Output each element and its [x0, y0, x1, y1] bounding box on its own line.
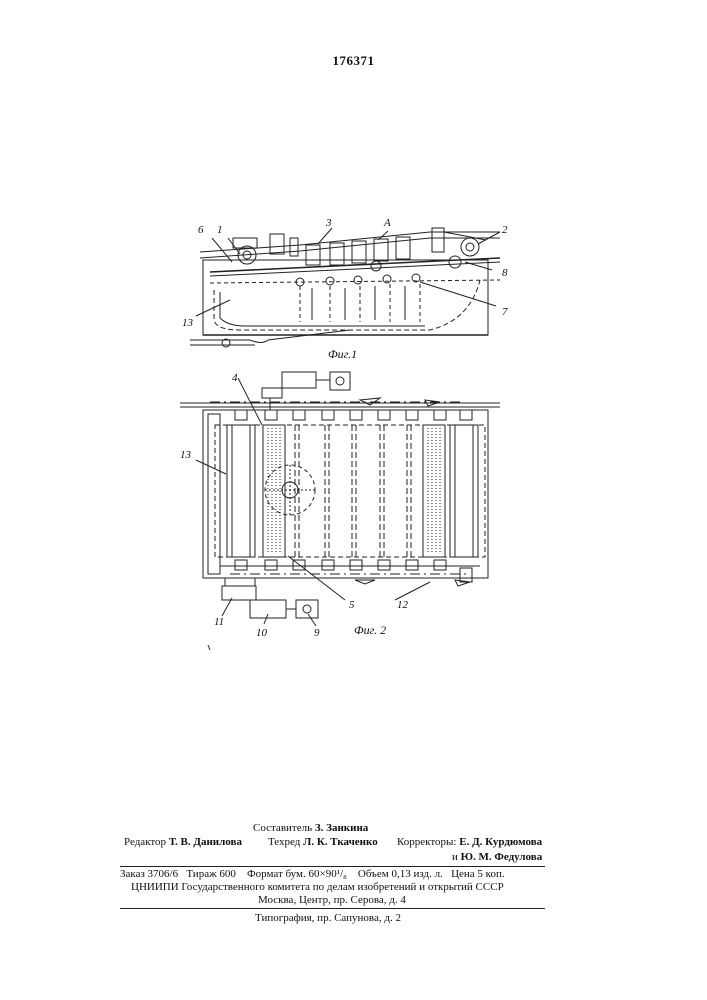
tech-editor-line: Техред Л. К. Ткаченко: [268, 836, 378, 849]
tech-editor-name: Л. К. Ткаченко: [303, 836, 378, 848]
price: Цена 5 коп.: [451, 868, 505, 880]
fig1-label-2: 2: [502, 224, 508, 236]
imprint-rule-bottom: [120, 908, 545, 909]
correctors-line: Корректоры: Е. Д. Курдюмова: [397, 836, 542, 849]
fig1-label-6: 6: [198, 224, 204, 236]
corrector-1: Е. Д. Курдюмова: [459, 836, 542, 848]
corrector-2-line: и Ю. М. Федулова: [452, 851, 542, 864]
fig1-label-8: 8: [502, 267, 508, 279]
fig2-label-10: 10: [256, 627, 268, 639]
editor-label: Редактор: [124, 836, 166, 848]
compiler-name: З. Занкина: [315, 822, 368, 834]
address-line: Москва, Центр, пр. Серова, д. 4: [258, 894, 406, 907]
order-details-line: Заказ 3706/6 Тираж 600 Формат бум. 60×90…: [120, 868, 505, 881]
fig2-label-11: 11: [214, 616, 224, 628]
fig2-caption: Фиг. 2: [354, 623, 386, 637]
fig2-label-5: 5: [349, 599, 355, 611]
correctors-label: Корректоры:: [397, 836, 456, 848]
compiler-line: Составитель З. Занкина: [253, 822, 368, 835]
paper-format: Формат бум. 60×90¹/₈: [247, 868, 347, 880]
corrector-2-prefix: и: [452, 851, 458, 863]
editor-line: Редактор Т. В. Данилова: [124, 836, 242, 849]
printer-line: Типография, пр. Сапунова, д. 2: [255, 912, 401, 925]
editor-name: Т. В. Данилова: [169, 836, 242, 848]
imprint-rule-top: [120, 866, 545, 867]
figure-1-drawing: [190, 228, 500, 347]
fig2-label-12: 12: [397, 599, 409, 611]
fig2-label-4: 4: [232, 372, 238, 384]
fig1-label-7: 7: [502, 306, 508, 318]
fig2-label-9: 9: [314, 627, 320, 639]
fig2-label-13: 13: [180, 449, 192, 461]
circulation: Тираж 600: [186, 868, 236, 880]
figure-2-labels: 4 13 5 12 11 10 9 Фиг. 2: [180, 372, 409, 639]
fig1-label-3: 3: [325, 217, 332, 229]
compiler-label: Составитель: [253, 822, 312, 834]
fig1-caption: Фиг.1: [328, 347, 357, 361]
corrector-2: Ю. М. Федулова: [461, 851, 543, 863]
fig1-label-a: А: [383, 217, 391, 229]
tech-editor-label: Техред: [268, 836, 300, 848]
fig1-label-1: 1: [217, 224, 223, 236]
order-number: Заказ 3706/6: [120, 868, 178, 880]
fig1-label-13: 13: [182, 317, 194, 329]
figure-2-drawing: [180, 372, 500, 650]
volume: Объем 0,13 изд. л.: [358, 868, 443, 880]
institute-line: ЦНИИПИ Государственного комитета по дела…: [131, 881, 504, 894]
